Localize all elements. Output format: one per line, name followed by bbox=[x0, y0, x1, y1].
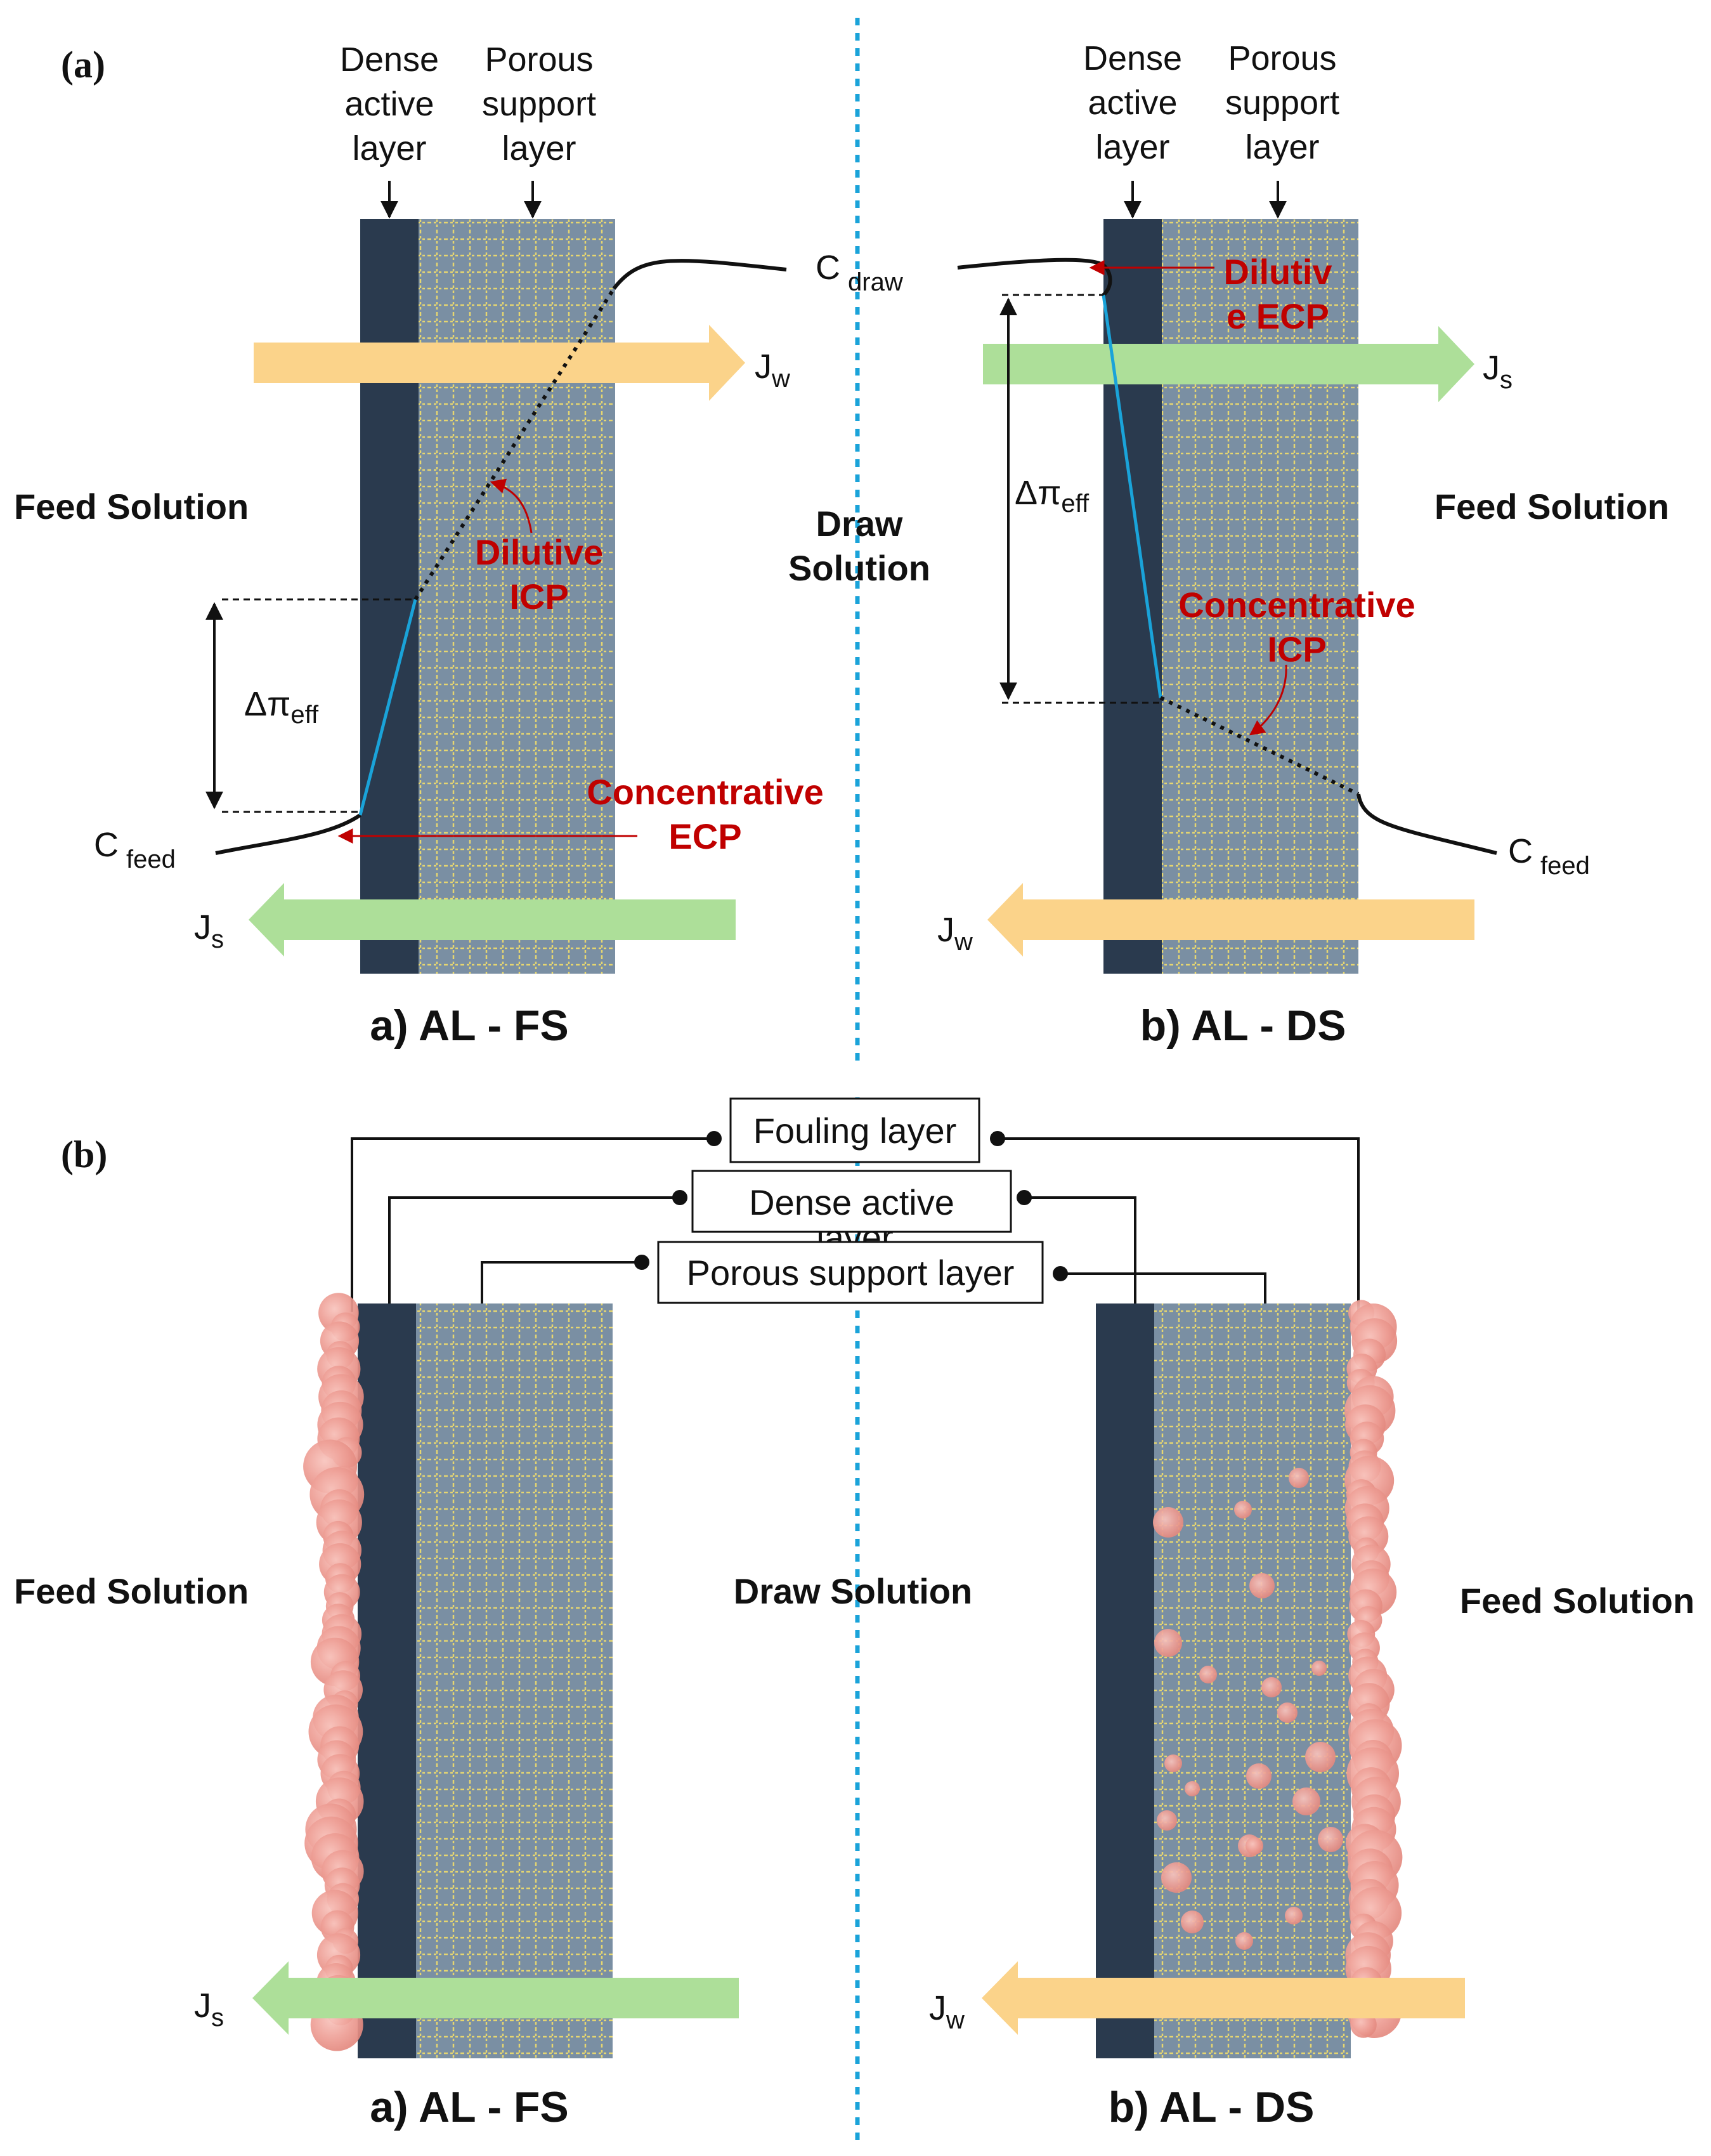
panel-label-a: (a) bbox=[61, 44, 105, 86]
dilutive-ecp-label: Dilutiv bbox=[1223, 252, 1332, 292]
foulant-particle bbox=[1157, 1810, 1177, 1831]
feed-solution-label-bottom-left: Feed Solution bbox=[14, 1571, 249, 1611]
layer-labels-right-top: Dense active layer Porous support layer bbox=[1083, 39, 1339, 219]
porous-label-r2: support bbox=[1225, 84, 1339, 122]
dilutive-icp-label: Dilutive bbox=[475, 532, 603, 572]
foulant-particle bbox=[1185, 1781, 1200, 1796]
porous-label-3: layer bbox=[502, 129, 576, 167]
foulant-particle bbox=[1235, 1932, 1253, 1950]
draw-profile-curve-right bbox=[957, 258, 1112, 297]
concentrative-icp-label-2: ICP bbox=[1267, 629, 1326, 669]
feed-solution-label-top-right: Feed Solution bbox=[1435, 487, 1669, 526]
foulant-particle bbox=[1161, 1862, 1192, 1893]
dense-label-r3: layer bbox=[1095, 128, 1169, 166]
caption-al-fs-bottom: a) AL - FS bbox=[370, 2083, 569, 2131]
legend-dense-label: Dense active bbox=[749, 1182, 954, 1222]
foulant-particle bbox=[1289, 1468, 1309, 1488]
solute-flux-arrow-bottom-left bbox=[252, 1961, 739, 2035]
js-label-bottom-left: Js bbox=[194, 1987, 224, 2032]
feed-solution-label-bottom-right: Feed Solution bbox=[1460, 1581, 1695, 1621]
dense-label-r1: Dense bbox=[1083, 39, 1182, 77]
dense-label-2: active bbox=[344, 85, 434, 123]
foulant-particle bbox=[1277, 1702, 1298, 1723]
foulant-particle bbox=[1234, 1501, 1252, 1519]
foulant-particle bbox=[1164, 1754, 1182, 1772]
layer-labels-left-top: Dense active layer Porous support layer bbox=[340, 41, 596, 219]
concentrative-icp-label: Concentrative bbox=[1178, 585, 1415, 625]
draw-profile-curve bbox=[612, 259, 787, 290]
legend-porous-label: Porous support layer bbox=[687, 1253, 1015, 1293]
icp-dotted-line-right bbox=[1159, 696, 1360, 796]
icp-dotted-line bbox=[413, 287, 616, 601]
dilutive-icp-label-2: ICP bbox=[509, 577, 568, 617]
legend-fouling-label: Fouling layer bbox=[753, 1111, 957, 1151]
foulant-particle bbox=[1181, 1911, 1204, 1933]
solute-flux-arrow-left bbox=[249, 883, 736, 957]
jw-label-right: Jw bbox=[937, 911, 973, 956]
dense-label-r2: active bbox=[1088, 84, 1177, 122]
draw-solution-label-top-1: Draw bbox=[816, 504, 903, 544]
dense-active-layer-right bbox=[1103, 219, 1162, 974]
feed-profile-curve bbox=[215, 813, 361, 855]
porous-label-2: support bbox=[482, 85, 596, 123]
panel-label-b: (b) bbox=[61, 1134, 107, 1175]
foulant-particle bbox=[1154, 1629, 1182, 1657]
foulant-particle bbox=[1311, 1661, 1327, 1676]
porous-support-layer-bottom-left bbox=[416, 1303, 613, 2058]
dense-active-layer-bottom-left bbox=[358, 1303, 416, 2058]
foulant-particle bbox=[1199, 1666, 1217, 1683]
foulant-particle bbox=[1292, 1787, 1320, 1815]
legend-box-dense bbox=[691, 1170, 1012, 1233]
draw-solution-label-bottom: Draw Solution bbox=[734, 1571, 972, 1611]
caption-al-fs-top: a) AL - FS bbox=[370, 1002, 569, 1050]
draw-solution-label-top-2: Solution bbox=[788, 548, 930, 588]
jw-label-left: Jw bbox=[755, 348, 790, 393]
feed-solution-label-top-left: Feed Solution bbox=[14, 487, 249, 526]
foulant-particle bbox=[1285, 1907, 1303, 1924]
foulant-particle bbox=[1246, 1763, 1272, 1789]
dense-label-1: Dense bbox=[340, 41, 439, 79]
foulant-particle bbox=[1153, 1507, 1183, 1538]
porous-label-r1: Porous bbox=[1228, 39, 1336, 77]
active-gradient-line bbox=[358, 599, 417, 816]
caption-al-ds-bottom: b) AL - DS bbox=[1109, 2083, 1315, 2131]
feed-profile-curve-right bbox=[1356, 794, 1497, 855]
concentrative-ecp-label: Concentrative bbox=[587, 772, 823, 812]
water-flux-arrow-bottom-right bbox=[982, 1961, 1465, 2035]
water-flux-arrow-left bbox=[254, 325, 745, 401]
concentrative-ecp-label-2: ECP bbox=[668, 816, 741, 856]
fouling-layer-left bbox=[303, 1293, 365, 2051]
delta-pi-label-right: Δπeff bbox=[1015, 474, 1090, 518]
internal-foulants-right bbox=[1153, 1468, 1343, 1950]
dense-active-layer bbox=[360, 219, 419, 974]
dilutive-ecp-label-2: e ECP bbox=[1226, 296, 1329, 336]
solute-flux-arrow-right bbox=[983, 326, 1474, 402]
foulant-particle bbox=[1261, 1677, 1282, 1697]
legend-box-porous bbox=[657, 1241, 1044, 1304]
membrane-al-fs-top bbox=[360, 219, 615, 974]
foulant-particle bbox=[1305, 1742, 1336, 1772]
fouling-layer-right bbox=[1344, 1300, 1403, 2038]
foulant-particle bbox=[1318, 1827, 1343, 1852]
js-label-right: Js bbox=[1483, 349, 1513, 394]
delta-pi-label-left: Δπeff bbox=[244, 685, 319, 729]
foulant-particle bbox=[1249, 1573, 1275, 1598]
active-gradient-line-right bbox=[1102, 294, 1162, 698]
porous-label-r3: layer bbox=[1245, 128, 1319, 166]
porous-support-layer-bottom-right bbox=[1154, 1303, 1351, 2058]
water-flux-arrow-right bbox=[987, 883, 1474, 957]
legend-box-fouling bbox=[729, 1097, 980, 1163]
jw-label-bottom-right: Jw bbox=[929, 1989, 965, 2034]
porous-label-1: Porous bbox=[485, 41, 593, 79]
foulant-particle bbox=[1246, 1837, 1263, 1855]
legend-leader-lines bbox=[351, 1131, 1360, 1312]
caption-al-ds-top: b) AL - DS bbox=[1140, 1002, 1346, 1050]
dense-label-3: layer bbox=[352, 129, 426, 167]
dense-active-layer-bottom-right bbox=[1096, 1303, 1154, 2058]
js-label-left: Js bbox=[194, 908, 224, 953]
